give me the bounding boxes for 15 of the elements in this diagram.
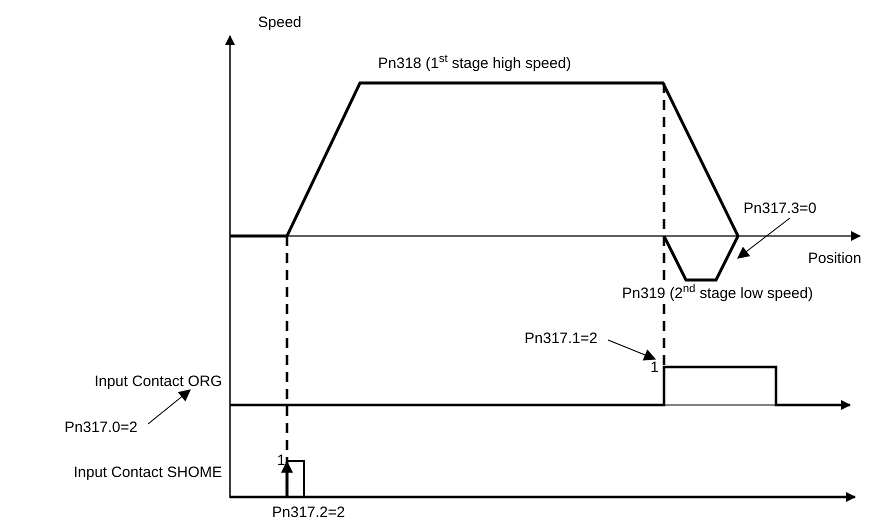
parameter-label: Pn317.1=2 [524, 330, 598, 346]
parameter-label: 1 [650, 360, 659, 375]
chart-label: Input Contact SHOME [74, 465, 222, 480]
chart-label: 1 [277, 453, 286, 468]
chart-label: Pn317.2=2 [272, 505, 345, 520]
signal-label: Input Contact ORG [94, 374, 222, 389]
parameter-label: Pn317.3=0 [744, 200, 816, 216]
chart-label: Position [808, 251, 862, 266]
leader-line [737, 218, 790, 259]
leader-line [148, 389, 191, 424]
chart-label: Pn319 (2$^{nd}$ stage low speed) [622, 286, 813, 301]
parameter-label: Pn317.0=2 [64, 420, 138, 434]
chart-label: Speed [258, 15, 302, 30]
leader-line [608, 340, 656, 361]
chart-label: Pn318 (1$^{st}$ stage high speed) [378, 56, 572, 71]
